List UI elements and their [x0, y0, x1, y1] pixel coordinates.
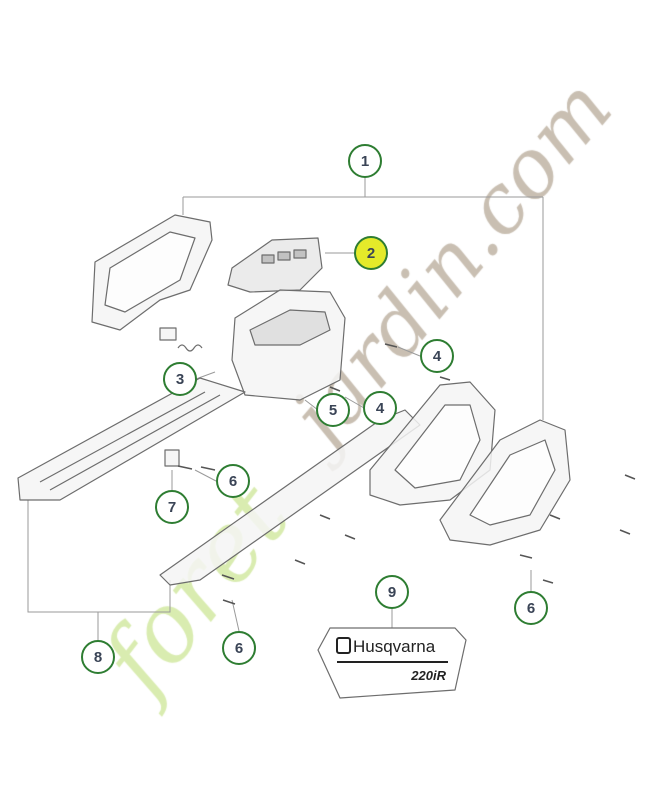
- callout-6[interactable]: 6: [216, 464, 250, 498]
- switch-panel: [227, 237, 323, 293]
- callout-6[interactable]: 6: [514, 591, 548, 625]
- callout-4[interactable]: 4: [420, 339, 454, 373]
- screws: [177, 343, 636, 605]
- leader-lines: [27, 178, 544, 640]
- callout-2[interactable]: 2: [354, 236, 388, 270]
- callout-7[interactable]: 7: [155, 490, 189, 524]
- callout-5[interactable]: 5: [316, 393, 350, 427]
- shaft: [17, 377, 246, 501]
- callout-6[interactable]: 6: [222, 631, 256, 665]
- parts: [17, 214, 571, 699]
- callout-9[interactable]: 9: [375, 575, 409, 609]
- decal-brand: Husqvarna: [353, 637, 436, 656]
- decal-model: 220iR: [410, 668, 446, 683]
- callout-4[interactable]: 4: [363, 391, 397, 425]
- decal: Husqvarna 220iR: [336, 637, 448, 683]
- callout-3[interactable]: 3: [163, 362, 197, 396]
- husqvarna-crown-logo: [336, 637, 351, 654]
- callout-8[interactable]: 8: [81, 640, 115, 674]
- callout-1[interactable]: 1: [348, 144, 382, 178]
